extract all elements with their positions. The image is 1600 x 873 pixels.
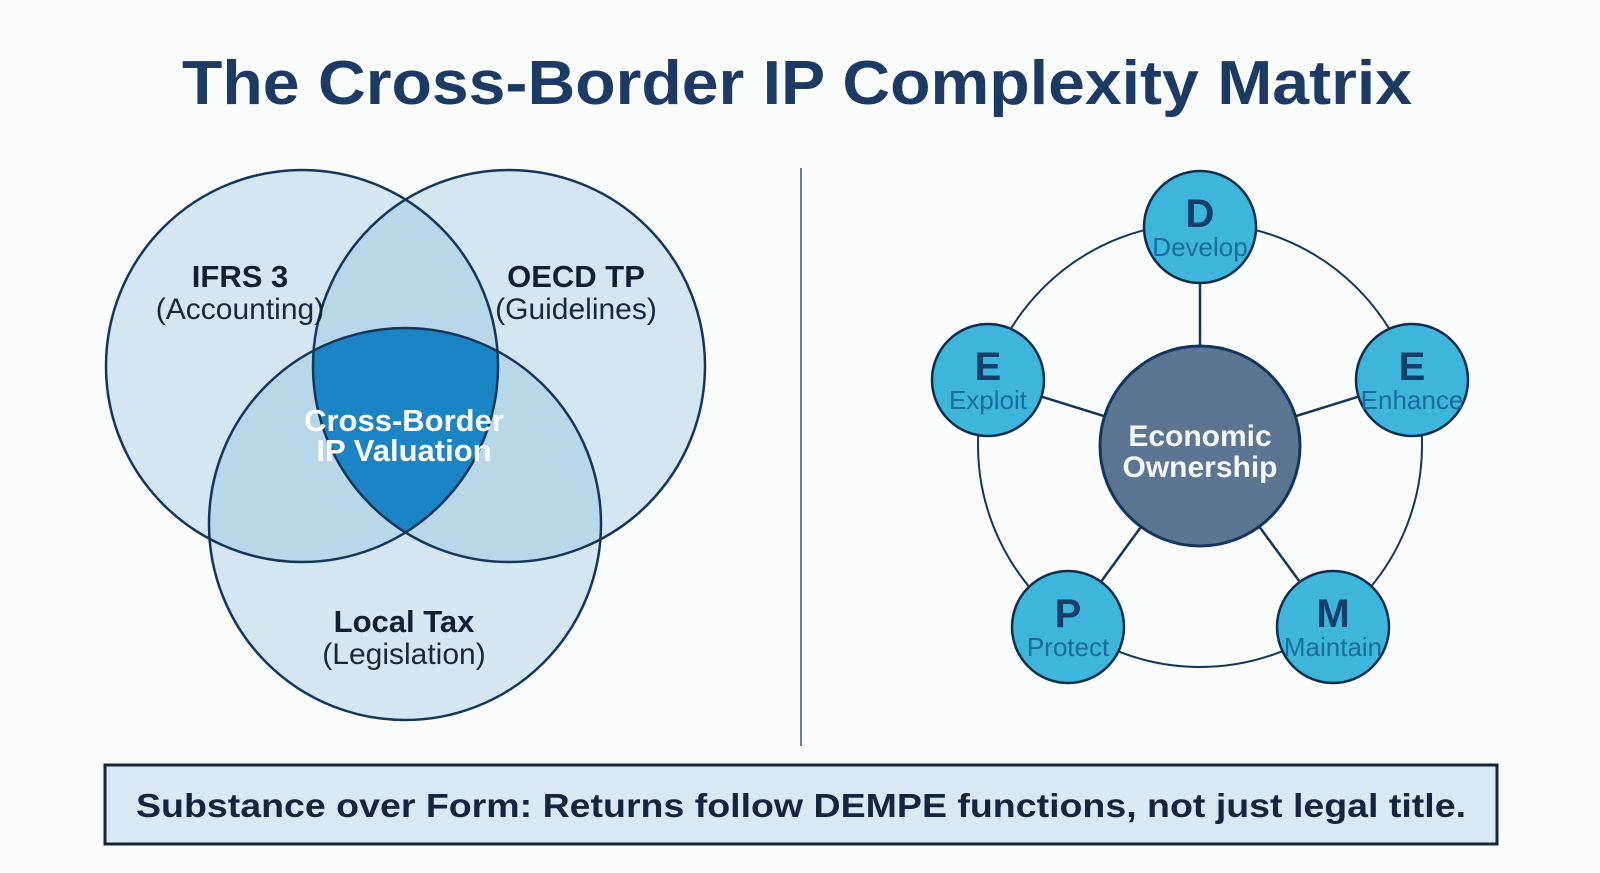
enhance-circle [1354,322,1470,438]
venn-triple-overlap-shape [313,328,498,562]
develop-circle [1142,169,1258,285]
dempe-node-exploit: E Exploit [930,322,1046,438]
venn-circle-oecd-outline [311,168,707,564]
page-title: The Cross-Border IP Complexity Matrix [182,49,1413,118]
economic-ownership-circle [1098,344,1302,548]
enhance-label: Enhance [1361,385,1464,415]
substance-over-form-banner [103,763,1499,846]
dempe-diagram: Economic Ownership D Develop E Enhance M… [930,169,1470,685]
venn-center-label-line2: IP Valuation [316,433,491,468]
economic-ownership-line1: Economic [1128,420,1271,453]
develop-letter: D [1186,192,1215,236]
economic-ownership-line2: Ownership [1122,451,1277,484]
venn-label-localtax-qualifier: (Legislation) [322,638,485,671]
venn-diagram: IFRS 3 (Accounting) OECD TP (Guidelines)… [104,168,707,722]
protect-circle [1010,569,1126,685]
dempe-node-maintain: M Maintain [1275,569,1391,685]
protect-letter: P [1055,592,1082,636]
venn-circle-ifrs3-outline [104,168,500,564]
exploit-label: Exploit [949,385,1028,415]
protect-label: Protect [1027,632,1110,662]
maintain-label: Maintain [1284,632,1382,662]
substance-over-form-text: Substance over Form: Returns follow DEMP… [136,787,1466,824]
dempe-node-protect: P Protect [1010,569,1126,685]
maintain-circle [1275,569,1391,685]
venn-label-ifrs3: IFRS 3 [192,259,288,294]
venn-center-label-line1: Cross-Border [304,403,504,438]
enhance-letter: E [1399,345,1426,389]
venn-circle-localtax-outline [207,326,603,722]
exploit-circle [930,322,1046,438]
maintain-letter: M [1316,592,1349,636]
exploit-letter: E [975,345,1002,389]
venn-label-oecd: OECD TP [507,259,645,294]
develop-label: Develop [1152,232,1247,262]
dempe-node-develop: D Develop [1142,169,1258,285]
venn-triple-overlap-region [313,328,498,562]
dempe-node-enhance: E Enhance [1354,322,1470,438]
venn-label-ifrs3-qualifier: (Accounting) [156,293,324,326]
venn-label-oecd-qualifier: (Guidelines) [495,293,657,326]
venn-label-localtax: Local Tax [334,604,475,639]
